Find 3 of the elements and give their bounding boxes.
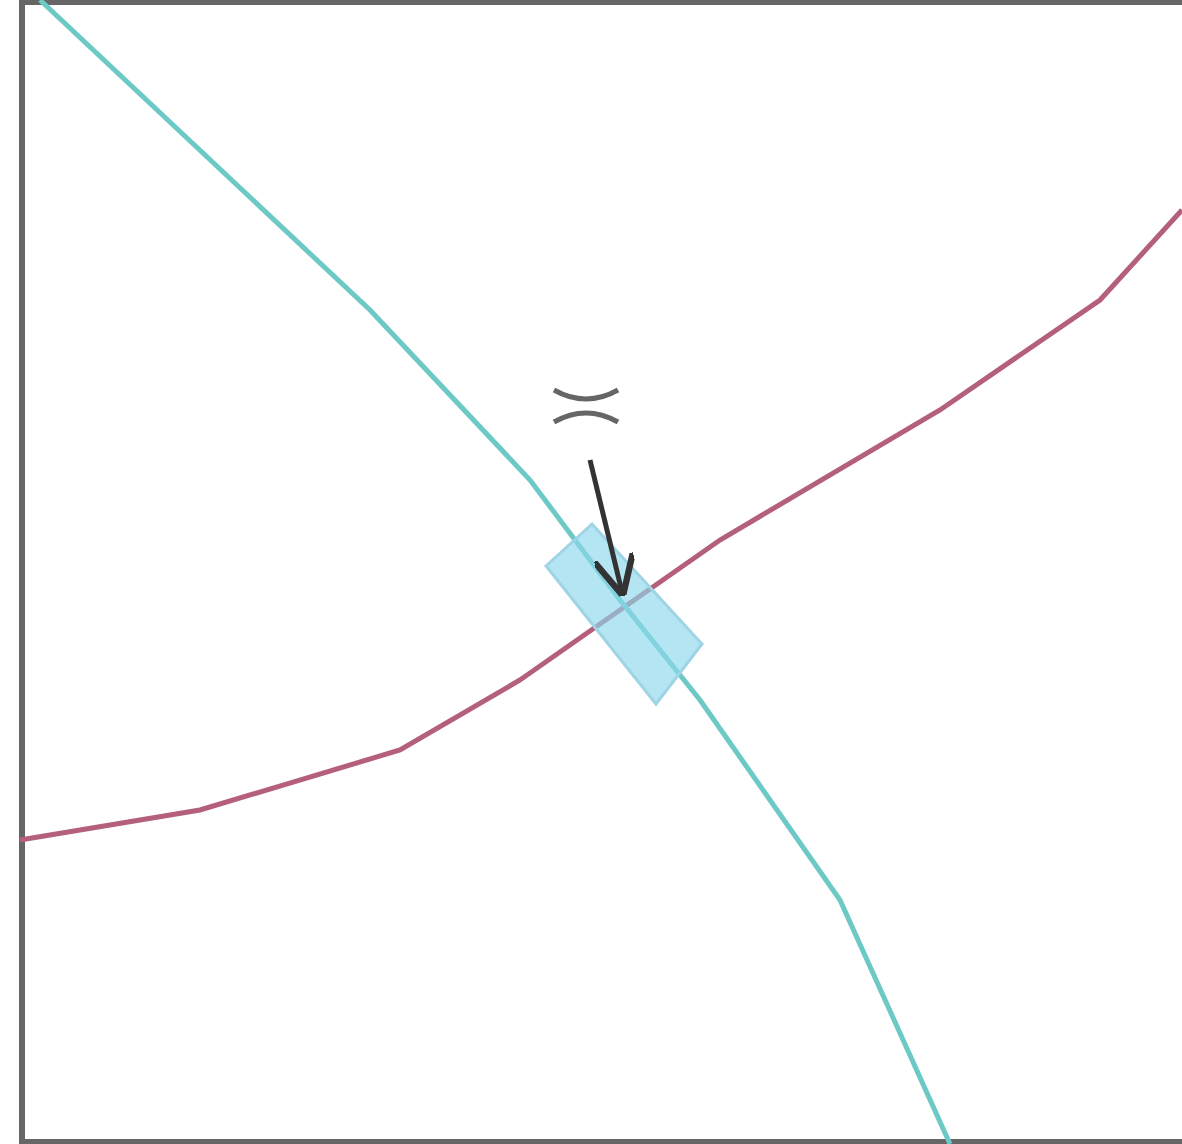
bridge-area-box — [543, 521, 704, 707]
arrow — [587, 459, 637, 600]
bridge-symbol-icon — [552, 387, 620, 425]
